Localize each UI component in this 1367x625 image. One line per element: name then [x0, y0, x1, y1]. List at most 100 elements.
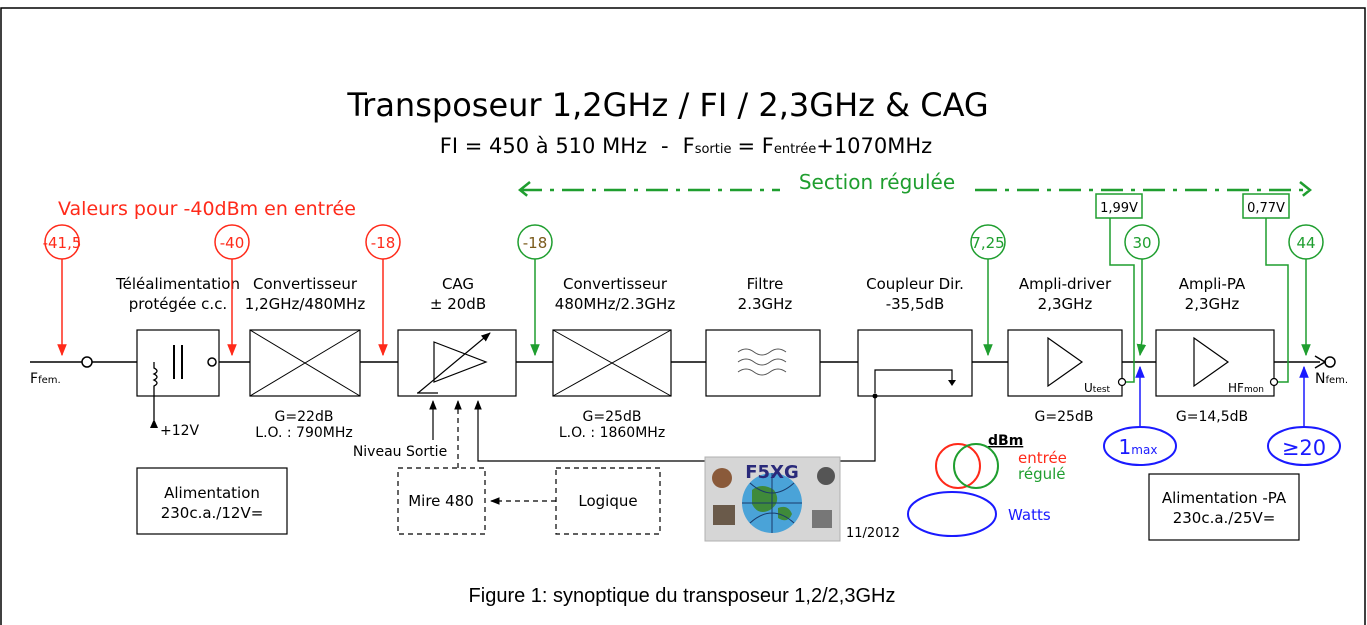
pa-label-2: 2,3GHz	[1185, 295, 1240, 313]
driver-test-point	[1117, 377, 1127, 387]
diagram-subtitle: FI = 450 à 510 MHz-Fsortie= Fentrée+1070…	[440, 134, 932, 158]
conv2-lo: L.O. : 1860MHz	[559, 425, 665, 441]
output-label: Nfem.	[1315, 371, 1348, 387]
pa-gain: G=14,5dB	[1176, 409, 1248, 425]
conv2-gain: G=25dB	[583, 409, 642, 425]
mixer-cross-1	[249, 329, 361, 397]
supply-arrow	[150, 419, 158, 428]
cag-block	[397, 329, 517, 397]
watts-marker-driver: 1max	[1103, 365, 1177, 466]
f5xg-logo: F5XG	[704, 456, 841, 542]
driver-amplifier-triangle	[1047, 336, 1084, 388]
svg-text:1max: 1max	[1119, 435, 1158, 459]
section-regulee-label: Section régulée	[799, 170, 955, 194]
level-marker-red-2: -40	[214, 224, 250, 357]
cag-amplifier-triangle	[433, 341, 488, 383]
alim2-block	[1148, 473, 1300, 541]
coupler-load	[948, 380, 956, 386]
coupleur-block	[857, 329, 973, 397]
conv1-lo: L.O. : 790MHz	[255, 425, 352, 441]
alim1-label-2: 230c.a./12V=	[161, 504, 264, 522]
svg-text:-18: -18	[523, 234, 548, 252]
alim1-block	[136, 467, 288, 535]
pa-label-1: Ampli-PA	[1179, 275, 1246, 293]
cag-label-2: ± 20dB	[430, 295, 486, 313]
teleal-label-2: protégée c.c.	[129, 295, 227, 313]
conv2-label-1: Convertisseur	[563, 275, 668, 293]
voltage-box-pa: 0,77V	[1242, 193, 1290, 383]
level-marker-green-3: 30	[1124, 224, 1160, 357]
svg-text:-18: -18	[371, 234, 396, 252]
svg-text:0,77V: 0,77V	[1247, 201, 1285, 216]
logique-block	[555, 467, 661, 535]
coupleur-label-2: -35,5dB	[886, 295, 945, 313]
filtre-block	[705, 329, 821, 397]
pa-mon-label: HFmon	[1228, 381, 1264, 395]
driver-label-2: 2,3GHz	[1038, 295, 1093, 313]
filtre-label-1: Filtre	[747, 275, 784, 293]
driver-label-1: Ampli-driver	[1019, 275, 1112, 293]
svg-text:1,99V: 1,99V	[1100, 201, 1138, 216]
svg-text:entrée: entrée	[1018, 449, 1067, 467]
alim1-label-1: Alimentation	[164, 484, 260, 502]
teleal-label-1: Téléalimentation	[115, 275, 240, 293]
svg-text:F5XG: F5XG	[745, 462, 798, 483]
logique-label: Logique	[578, 492, 637, 510]
alim2-label-1: Alimentation -PA	[1162, 489, 1287, 507]
niveau-sortie-label: Niveau Sortie	[353, 444, 447, 460]
figure-border	[0, 7, 1366, 625]
coupler-line	[874, 369, 953, 393]
level-marker-green-1: -18	[517, 224, 553, 357]
svg-text:44: 44	[1296, 234, 1315, 252]
conv1-label-2: 1,2GHz/480MHz	[245, 295, 366, 313]
svg-text:dBm: dBm	[988, 433, 1023, 449]
input-label: Ffem.	[30, 371, 61, 387]
svg-text:-40: -40	[220, 234, 245, 252]
inductor-coil	[152, 362, 158, 420]
filter-wave-icon	[737, 348, 787, 376]
cag-label-1: CAG	[442, 275, 474, 293]
driver-block	[1007, 329, 1123, 397]
legend: dBm entrée régulé Watts	[907, 433, 1067, 537]
output-connector	[1324, 356, 1336, 368]
level-marker-green-2: 7,25	[970, 224, 1006, 357]
output-arrowhead	[1314, 355, 1327, 369]
watts-marker-pa: ≥20	[1267, 365, 1341, 466]
level-marker-green-4: 44	[1288, 224, 1324, 357]
conv1-label-1: Convertisseur	[253, 275, 358, 293]
teleal-output-node	[207, 357, 217, 367]
mire-block	[397, 467, 486, 535]
alim2-label-2: 230c.a./25V=	[1173, 509, 1276, 527]
logo-date: 11/2012	[846, 526, 900, 541]
feedback-line	[474, 396, 876, 462]
svg-text:≥20: ≥20	[1282, 436, 1326, 460]
mire-label: Mire 480	[408, 492, 474, 510]
driver-gain: G=25dB	[1035, 409, 1094, 425]
svg-text:-41,5: -41,5	[43, 234, 82, 252]
driver-test-label: Utest	[1084, 381, 1111, 395]
section-regulee-arrow	[517, 181, 1313, 199]
cag-variable-arrow	[417, 332, 491, 394]
level-marker-red-3: -18	[365, 224, 401, 357]
svg-text:30: 30	[1132, 234, 1151, 252]
feedback-junction	[872, 393, 878, 399]
pa-mon-point	[1269, 377, 1279, 387]
svg-text:7,25: 7,25	[971, 234, 1004, 252]
coupleur-label-1: Coupleur Dir.	[866, 275, 964, 293]
svg-text:régulé: régulé	[1018, 465, 1066, 483]
supply-12v: +12V	[160, 423, 200, 439]
figure-caption: Figure 1: synoptique du transposeur 1,2/…	[469, 585, 896, 607]
diagram-title: Transposeur 1,2GHz / FI / 2,3GHz & CAG	[346, 86, 988, 124]
mixer-cross-2	[552, 329, 672, 397]
input-connector	[81, 356, 93, 368]
capacitor-gap	[175, 358, 181, 366]
voltage-box-driver: 1,99V	[1095, 193, 1143, 383]
conv1-gain: G=22dB	[275, 409, 334, 425]
svg-text:Watts: Watts	[1008, 506, 1051, 524]
level-marker-red-1: -41,5	[43, 224, 82, 357]
pa-amplifier-triangle	[1193, 336, 1230, 388]
conv2-label-2: 480MHz/2.3GHz	[555, 295, 676, 313]
values-label: Valeurs pour -40dBm en entrée	[58, 198, 356, 220]
filtre-label-2: 2.3GHz	[738, 295, 793, 313]
